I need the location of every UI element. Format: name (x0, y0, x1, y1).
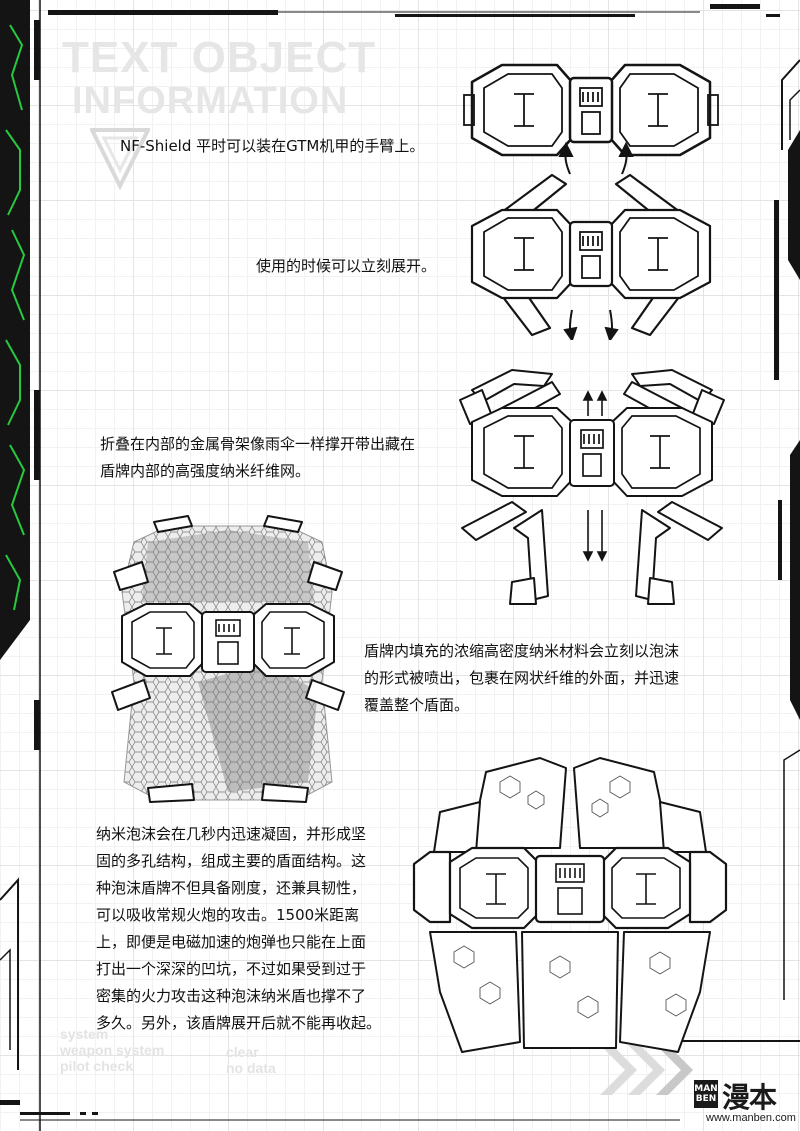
shield-foam-illustration (111, 515, 345, 803)
publisher-logo: MAN BEN 漫本 www.manben.com (694, 1078, 796, 1128)
system-status-left: system weapon system pilot check (60, 1026, 165, 1074)
shield-skeleton-illustration (459, 369, 725, 605)
shield-final-illustration (412, 757, 728, 1053)
header-title-line1: TEXT OBJECT (62, 33, 377, 82)
logo-badge-top: MAN (694, 1084, 718, 1094)
right-frame-decoration (774, 59, 800, 1000)
logo-wordmark: 漫本 (722, 1081, 777, 1114)
system-status-right: clear no data (226, 1044, 276, 1076)
triangle-marker-icon (90, 128, 150, 190)
rotate-arrows-icon (558, 141, 634, 175)
top-frame-decoration (48, 4, 780, 17)
bottom-frame-decoration (20, 1040, 800, 1121)
caption-attach-to-arm: NF-Shield 平时可以装在GTM机甲的手臂上。 (120, 137, 425, 155)
shield-opening-illustration (470, 173, 712, 340)
caption-skeleton-unfolds: 折叠在内部的金属骨架像雨伞一样撑开带出藏在 盾牌内部的高强度纳米纤维网。 (100, 435, 416, 480)
caption-foam-solidifies: 纳米泡沫会在几秒内迅速凝固，并形成坚 固的多孔结构，组成主要的盾面结构。这 种泡… (96, 825, 382, 1032)
left-frame-decoration (0, 0, 41, 1131)
caption-foam-sprayed: 盾牌内填充的浓缩高密度纳米材料会立刻以泡沫 的形式被喷出，包裹在网状纤维的外面，… (364, 642, 680, 714)
header-title-line2: INFORMATION (72, 80, 349, 122)
logo-badge: MAN BEN (694, 1080, 718, 1108)
caption-deploy-instantly: 使用的时候可以立刻展开。 (256, 257, 437, 275)
logo-url: www.manben.com (706, 1112, 796, 1124)
logo-badge-bottom: BEN (695, 1094, 717, 1104)
shield-folded-illustration (463, 63, 719, 157)
